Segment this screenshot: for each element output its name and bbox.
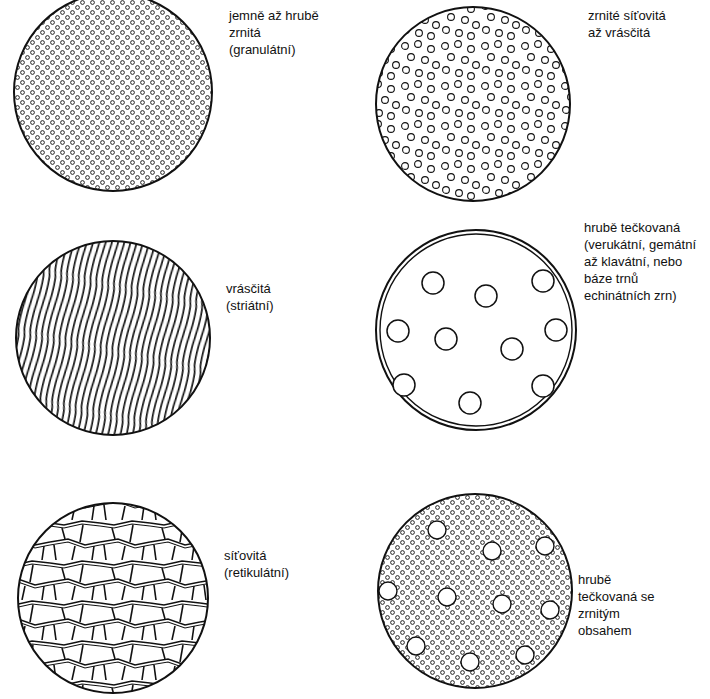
verruca — [387, 320, 409, 342]
verrucate-circle — [376, 230, 576, 430]
verruca — [435, 328, 457, 350]
verruca — [532, 375, 554, 397]
coarse-dot — [438, 588, 456, 606]
verruca — [532, 270, 554, 292]
grainy-circle — [376, 7, 570, 201]
granulate-circle — [14, 0, 212, 191]
circle-label: síťovitá (retikulátní) — [224, 548, 320, 582]
coarse-dot — [493, 595, 511, 613]
verrucate-figure — [376, 230, 576, 430]
coarse-dot — [461, 653, 479, 671]
coarse-dot — [516, 646, 534, 664]
verruca — [422, 272, 444, 294]
circle-label: vrásčitá (striátní) — [226, 281, 302, 315]
coarse-dot — [536, 537, 554, 555]
circle-label: jemně až hrubě zrnitá (granulátní) — [229, 8, 329, 59]
coarse-dot — [483, 542, 501, 560]
reticulate-circle — [18, 503, 208, 693]
striate-circle — [16, 241, 210, 435]
verrucate-inner-ring — [380, 234, 572, 426]
coarse-dot — [407, 637, 425, 655]
circle-label: zrnité síťovitá až vrásčitá — [588, 8, 674, 42]
coarse-dot — [541, 601, 559, 619]
coarse-dot — [379, 582, 397, 600]
verruca — [475, 285, 497, 307]
verruca — [393, 374, 415, 396]
verruca — [459, 392, 481, 414]
dotted-granular-circle — [378, 494, 572, 688]
coarse-dot — [428, 521, 446, 539]
circle-label: hrubě tečkovaná se zrnitým obsahem — [578, 572, 658, 640]
verruca — [545, 319, 567, 341]
circle-label: hrubě tečkovaná (verukátní, gemátní až k… — [584, 220, 700, 304]
verruca — [501, 338, 523, 360]
dotted-granular-figure — [378, 494, 572, 688]
